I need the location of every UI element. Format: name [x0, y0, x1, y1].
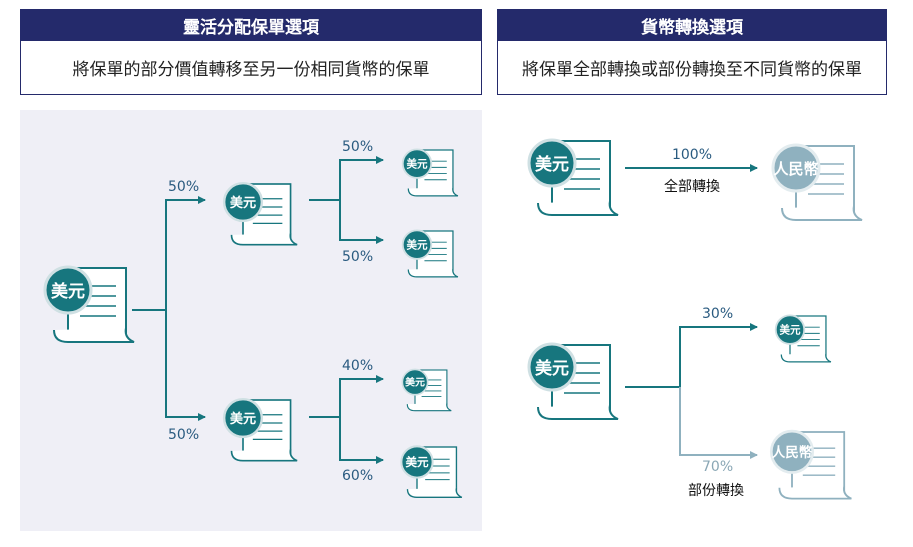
right-panel-subtitle: 將保單全部轉換或部份轉換至不同貨幣的保單: [497, 41, 887, 95]
pct-label: 40%: [342, 358, 373, 374]
currency-label: 人民幣: [772, 444, 813, 461]
pct-label: 50%: [168, 179, 199, 195]
policy-doc-leaf: 美元: [401, 148, 459, 197]
currency-label: 美元: [535, 154, 569, 175]
partial-conversion-arrow-upper: [625, 323, 758, 388]
partial-conversion-arrow-lower: [679, 387, 758, 459]
policy-doc-usd-partial: 美元: [527, 342, 620, 421]
pct-label: 100%: [672, 147, 712, 163]
pct-label: 50%: [342, 249, 373, 265]
policy-doc-mid-top: 美元: [222, 181, 299, 246]
left-panel-subtitle: 將保單的部分價值轉移至另一份相同貨幣的保單: [20, 41, 482, 95]
currency-label: 美元: [230, 410, 256, 427]
policy-doc-source: 美元: [43, 265, 136, 344]
branch-arrow: [339, 200, 384, 244]
branch-arrow: [309, 375, 384, 418]
currency-label: 美元: [779, 323, 801, 336]
policy-doc-leaf: 美元: [401, 368, 453, 412]
currency-label: 美元: [405, 455, 429, 469]
policy-doc-leaf: 美元: [400, 445, 463, 499]
policy-doc-usd-30: 美元: [774, 314, 832, 363]
currency-label: 美元: [406, 157, 428, 170]
currency-label: 美元: [535, 358, 569, 379]
branch-arrow-bottom: [165, 310, 206, 421]
pct-label: 50%: [342, 139, 373, 155]
policy-doc-rmb-full: 人民幣: [771, 143, 864, 222]
currency-label: 人民幣: [773, 160, 818, 178]
conversion-label: 全部轉換: [664, 178, 720, 195]
branch-arrow: [309, 156, 384, 201]
currency-label: 美元: [230, 194, 256, 211]
currency-label: 美元: [406, 238, 428, 251]
pct-label: 30%: [702, 306, 733, 322]
left-panel-title: 靈活分配保單選項: [20, 9, 482, 41]
policy-doc-leaf: 美元: [401, 229, 459, 278]
right-panel-title: 貨幣轉換選項: [497, 9, 887, 41]
currency-label: 美元: [51, 281, 85, 302]
conversion-label: 部份轉換: [688, 483, 744, 499]
pct-label: 60%: [342, 468, 373, 484]
currency-label: 美元: [405, 375, 425, 388]
branch-arrow: [339, 417, 384, 464]
pct-label: 70%: [702, 459, 733, 475]
policy-doc-usd-full: 美元: [527, 138, 620, 217]
branch-arrow-top: [132, 196, 206, 311]
policy-doc-mid-bottom: 美元: [222, 397, 299, 462]
policy-doc-rmb-70: 人民幣: [769, 429, 853, 500]
pct-label: 50%: [168, 427, 199, 443]
